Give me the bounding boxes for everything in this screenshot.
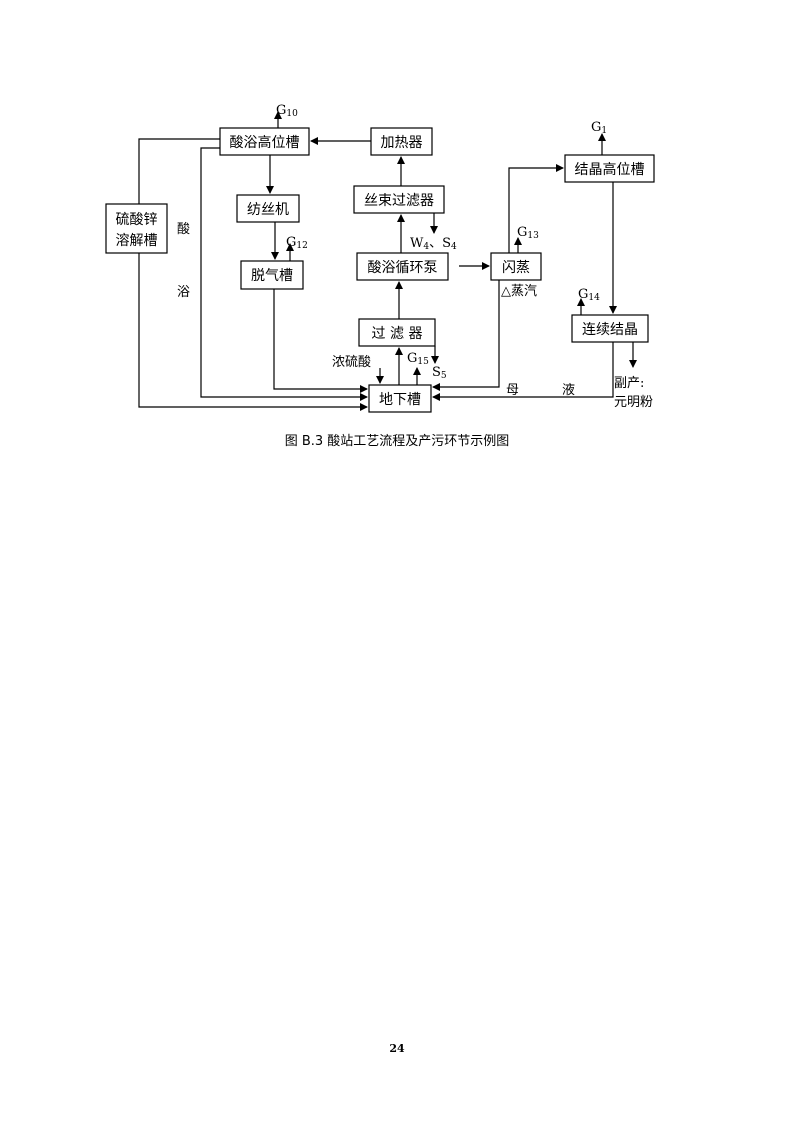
acid-head-tank-box [219,127,310,156]
page-number: 24 [389,1042,405,1055]
degassing-tank-label: 脱气槽 [251,268,293,284]
circulation-pump-label: 酸浴循环泵 [368,260,438,276]
degassing-tank-box [240,260,304,290]
zinc-dissolve-label-2: 溶解槽 [116,233,158,249]
spinning-machine-label: 纺丝机 [247,202,289,218]
conc-sulfuric-label: 浓硫酸 [332,355,371,370]
g14-label: G14 [578,287,600,303]
flow-lines [138,111,637,411]
circulation-pump-box [356,252,449,281]
underground-tank-box [368,384,432,413]
steam-label: △蒸汽 [501,284,537,299]
w4-s4-label: W4、S4 [410,236,457,252]
crystal-head-tank-box [564,154,655,183]
byproduct-label-2: 元明粉 [614,395,653,410]
tow-filter-label: 丝束过滤器 [364,193,434,209]
filter-label: 过 滤 器 [372,326,423,342]
figure-caption: 图 B.3 酸站工艺流程及产污环节示例图 [284,434,510,449]
crystal-head-tank-label: 结晶高位槽 [575,161,645,178]
acid-bath-char-1: 酸 [177,222,190,237]
g13-label: G13 [517,225,539,241]
underground-tank-label: 地下槽 [379,392,421,408]
mother-liquor-char-2: 液 [562,383,575,398]
spinning-machine-box [236,194,300,223]
flash-box [490,252,542,281]
s5-label: S5 [432,365,447,381]
zinc-dissolve-box [105,203,168,254]
flash-label: 闪蒸 [502,260,530,276]
heater-label: 加热器 [381,135,423,151]
continuous-crystal-label: 连续结晶 [582,321,638,338]
filter-box [358,318,436,347]
acid-bath-char-2: 浴 [177,285,190,300]
tow-filter-box [353,185,445,214]
g12-label: G12 [286,235,308,251]
acid-head-tank-label: 酸浴高位槽 [230,134,300,151]
g1-label: G1 [591,120,607,136]
continuous-crystal-box [571,314,649,343]
mother-liquor-char-1: 母 [506,383,519,398]
g10-label: G10 [276,103,298,119]
zinc-dissolve-label-1: 硫酸锌 [116,212,158,228]
g15-label: G15 [407,351,429,367]
byproduct-label-1: 副产: [614,376,644,391]
